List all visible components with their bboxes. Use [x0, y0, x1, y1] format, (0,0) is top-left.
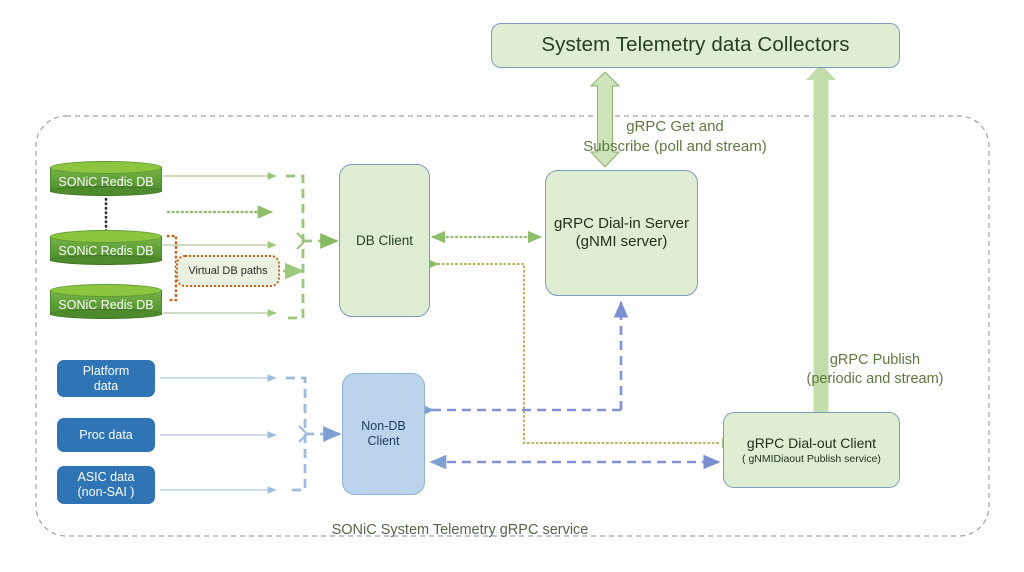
- grpc-get-subscribe-block-arrow: [589, 71, 621, 168]
- service-boundary: [35, 115, 990, 537]
- node-proc-data[interactable]: Proc data: [57, 418, 155, 452]
- collectors-label: System Telemetry data Collectors: [541, 33, 850, 57]
- platform-data-label: Platform data: [82, 363, 130, 393]
- node-sonic-redis-db-2[interactable]: SONiC Redis DB: [50, 230, 162, 265]
- node-sonic-redis-db-3[interactable]: SONiC Redis DB: [50, 284, 162, 319]
- asic-data-label: ASIC data (non-SAI ): [77, 470, 135, 499]
- node-virtual-db-paths[interactable]: Virtual DB paths: [176, 255, 280, 287]
- sonic-redis-db-2-label: SONiC Redis DB: [58, 244, 154, 258]
- virtual-db-paths-label: Virtual DB paths: [188, 265, 268, 277]
- green-bracket-to-db-client: [286, 174, 305, 320]
- node-db-client[interactable]: DB Client: [339, 164, 430, 317]
- node-grpc-dial-in-server[interactable]: gRPC Dial-in Server (gNMI server): [545, 170, 698, 296]
- node-non-db-client[interactable]: Non-DB Client: [342, 373, 425, 495]
- label-grpc-get-and-subscribe: gRPC Get and Subscribe (poll and stream): [583, 118, 767, 155]
- dial-out-client-sublabel: ( gNMIDiaout Publish service): [742, 453, 881, 466]
- node-grpc-dial-out-client[interactable]: gRPC Dial-out Client ( gNMIDiaout Publis…: [723, 412, 900, 488]
- green-bracket-chevron: [296, 232, 307, 250]
- label-grpc-publish: gRPC Publish (periodic and stream): [806, 352, 944, 387]
- dial-in-server-label: gRPC Dial-in Server (gNMI server): [553, 215, 690, 250]
- grpc-publish-block-arrow: [806, 64, 836, 412]
- node-platform-data[interactable]: Platform data: [57, 360, 155, 397]
- cylinder-bottom-icon: [50, 186, 162, 196]
- proc-data-label: Proc data: [79, 427, 133, 442]
- db-client-label: DB Client: [355, 232, 414, 248]
- node-system-telemetry-data-collectors[interactable]: System Telemetry data Collectors: [491, 23, 900, 68]
- blue-bracket-to-nondb-client: [286, 376, 307, 492]
- non-db-client-label: Non-DB Client: [361, 419, 406, 448]
- cylinder-top-icon: [50, 284, 162, 297]
- sonic-redis-db-3-label: SONiC Redis DB: [58, 298, 154, 312]
- cylinder-bottom-icon: [50, 309, 162, 319]
- blue-bracket-chevron: [298, 425, 309, 443]
- sonic-redis-db-1-label: SONiC Redis DB: [58, 175, 154, 189]
- cylinder-bottom-icon: [50, 255, 162, 265]
- line-dialout-to-dbclient: [426, 258, 719, 444]
- node-asic-data[interactable]: ASIC data (non-SAI ): [57, 466, 155, 504]
- cylinder-top-icon: [50, 161, 162, 174]
- node-sonic-redis-db-1[interactable]: SONiC Redis DB: [50, 161, 162, 196]
- label-service-boundary-caption: SONiC System Telemetry gRPC service: [331, 522, 589, 538]
- dial-out-client-label: gRPC Dial-out Client: [746, 434, 877, 451]
- cylinder-top-icon: [50, 230, 162, 243]
